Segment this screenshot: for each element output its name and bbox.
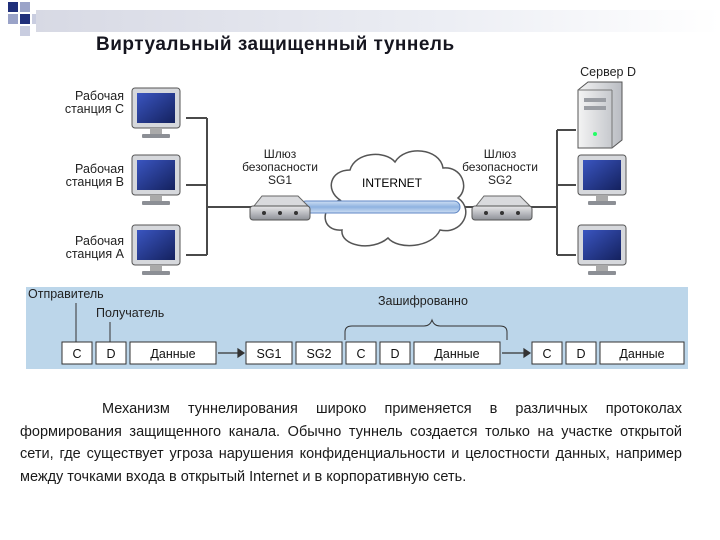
pointer-lines (75, 303, 508, 342)
station-a-label-line1: Рабочая (75, 234, 124, 248)
tunnel-diagram: INTERNET Шлюз безопасности SG1 Шлюз безо… (26, 65, 688, 369)
station-c-label-line2: станция C (65, 102, 124, 116)
packet-2-field-sg2: SG2 (306, 347, 331, 361)
packet-2-field-data: Данные (434, 347, 479, 361)
packet-3-field-c: C (542, 347, 551, 361)
title-bar (36, 10, 720, 32)
packet-1-field-d: D (106, 347, 115, 361)
server-d-icon (577, 81, 623, 149)
description-paragraph: Механизм туннелирования широко применяет… (20, 401, 682, 485)
workstation-right-1-icon (577, 154, 627, 205)
packet-2-field-sg1: SG1 (256, 347, 281, 361)
receiver-label: Получатель (96, 306, 164, 320)
sender-label: Отправитель (28, 287, 104, 301)
server-d-label: Сервер D (580, 65, 636, 79)
internet-cloud: INTERNET (324, 150, 467, 247)
sg1-label-line3: SG1 (268, 173, 292, 187)
workstation-right-2-icon (577, 224, 627, 275)
sg2-label-line3: SG2 (488, 173, 512, 187)
sg2-label-line2: безопасности (462, 160, 538, 174)
station-b-label-line2: станция B (66, 175, 124, 189)
sg1-label-line1: Шлюз (264, 147, 297, 161)
packet-1: C D Данные (61, 341, 217, 365)
encrypted-label: Зашифрованно (378, 294, 468, 308)
page-title: Виртуальный защищенный туннель (96, 34, 455, 55)
packet-2-field-c: C (356, 347, 365, 361)
secure-tunnel (299, 200, 461, 214)
packet-3: C D Данные (531, 341, 685, 365)
gateway-sg1-icon (249, 195, 311, 221)
packet-2: SG1 SG2 C D Данные (245, 341, 501, 365)
packet-1-field-data: Данные (150, 347, 195, 361)
gateway-sg2-icon (471, 195, 533, 221)
sg1-label-line2: безопасности (242, 160, 318, 174)
workstation-b-icon (131, 154, 181, 205)
packet-arrows (218, 347, 532, 359)
workstation-a-icon (131, 224, 181, 275)
station-b-label-line1: Рабочая (75, 162, 124, 176)
packet-3-field-data: Данные (619, 347, 664, 361)
station-a-label-line2: станция A (66, 247, 125, 261)
internet-label: INTERNET (362, 176, 423, 190)
packet-2-field-d: D (390, 347, 399, 361)
sg2-label-line1: Шлюз (484, 147, 517, 161)
station-c-label-line1: Рабочая (75, 89, 124, 103)
packet-3-field-d: D (576, 347, 585, 361)
workstation-c-icon (131, 87, 181, 138)
packet-1-field-c: C (72, 347, 81, 361)
